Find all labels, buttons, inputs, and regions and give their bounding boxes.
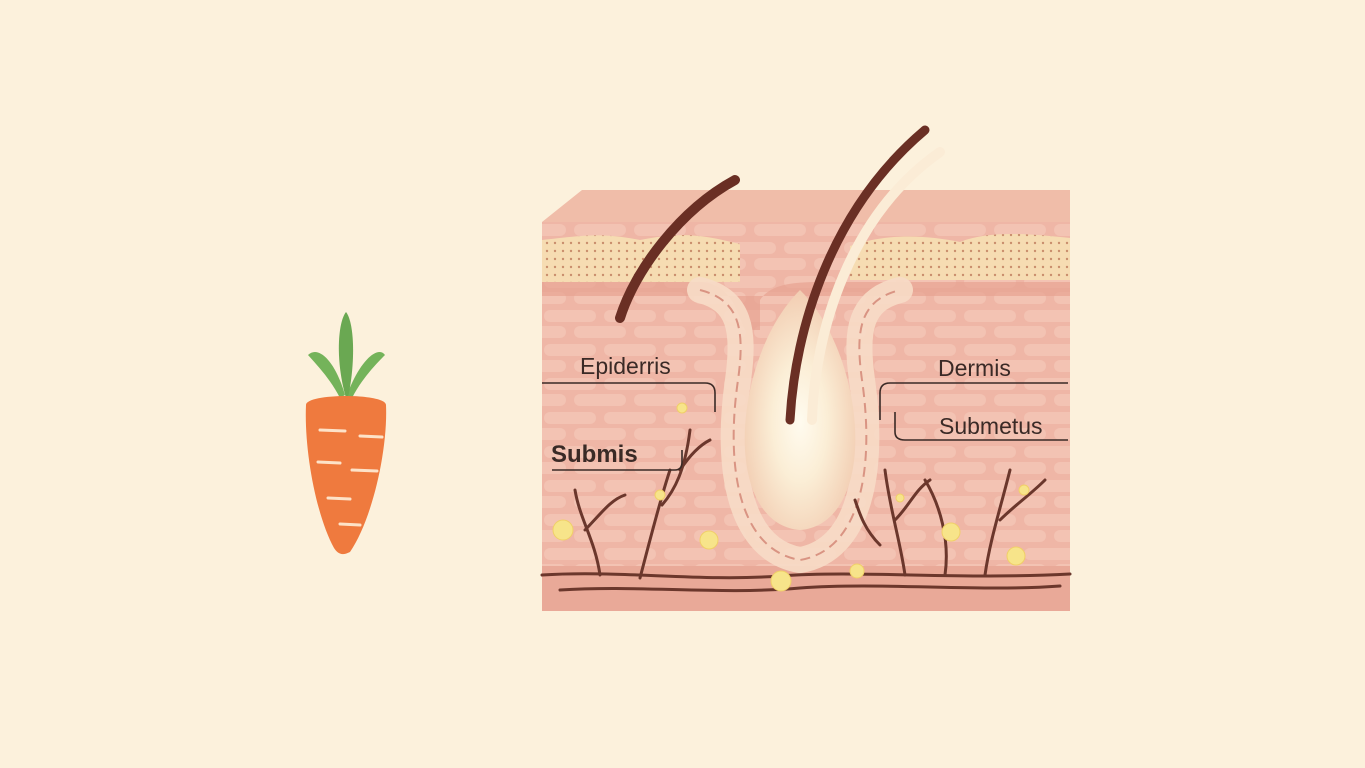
skin-cross-section [540, 125, 1072, 611]
label-leaders [542, 382, 1068, 471]
label-left-lower: Submis [551, 441, 638, 468]
label-right-upper: Dermis [938, 355, 1011, 381]
label-left-upper: Epiderris [580, 353, 671, 379]
label-right-lower: Submetus [939, 413, 1043, 439]
carrot-icon [305, 312, 387, 555]
